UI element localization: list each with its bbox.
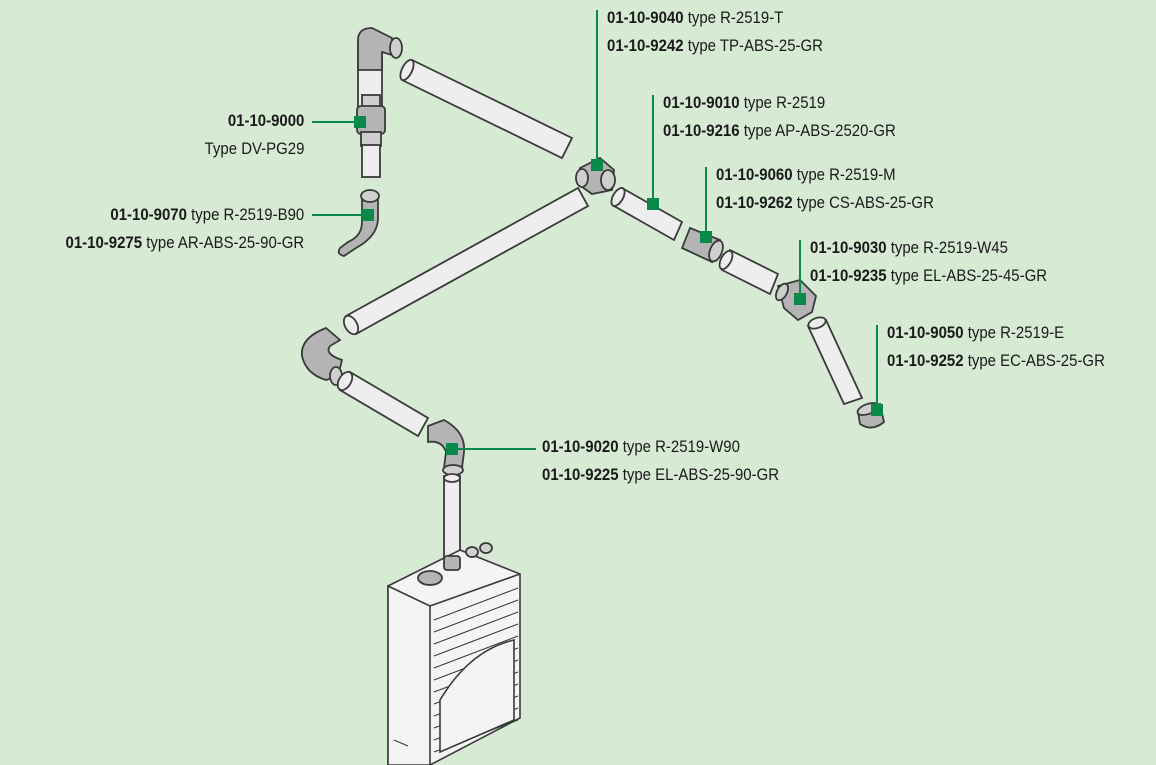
pipe-lower [336, 370, 430, 438]
label-end-cap: 01-10-9050 type R-2519-E 01-10-9252 type… [887, 323, 1105, 370]
label-tee: 01-10-9040 type R-2519-T 01-10-9242 type… [607, 8, 823, 55]
label-pipe: 01-10-9010 type R-2519 01-10-9216 type A… [663, 93, 896, 140]
pipe-right-3 [806, 316, 864, 406]
tee-fitting [575, 156, 616, 195]
boiler-appliance [387, 542, 521, 765]
left-elbow [301, 326, 344, 386]
label-check-valve: 01-10-9000 Type DV-PG29 [204, 111, 304, 158]
bend-90-small [337, 189, 380, 257]
pipe-vertical [443, 473, 461, 561]
label-bend-b90: 01-10-9070 type R-2519-B90 01-10-9275 ty… [65, 205, 304, 252]
pipe-long-diagonal [342, 186, 590, 336]
pipe-right-2 [718, 248, 780, 296]
pipe-top-diagonal [399, 58, 574, 160]
label-w90: 01-10-9020 type R-2519-W90 01-10-9225 ty… [542, 437, 780, 484]
label-w45: 01-10-9030 type R-2519-W45 01-10-9235 ty… [810, 238, 1048, 285]
pipe-right-1 [610, 186, 684, 242]
label-coupler: 01-10-9060 type R-2519-M 01-10-9262 type… [716, 165, 934, 212]
leader-lines [312, 10, 883, 455]
check-valve [356, 94, 386, 178]
